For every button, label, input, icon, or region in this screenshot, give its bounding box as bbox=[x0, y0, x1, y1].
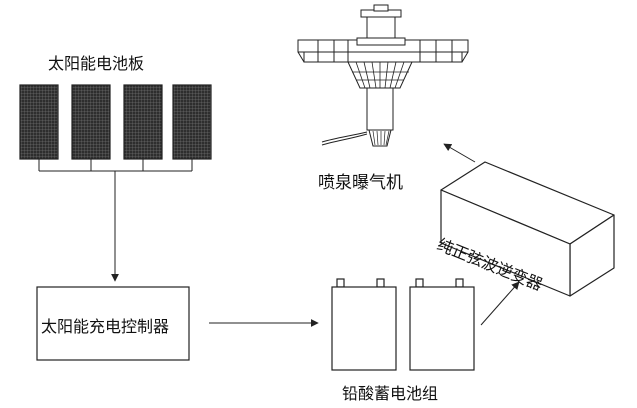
arrow-battery-to-inverter bbox=[480, 281, 520, 326]
battery bbox=[331, 278, 397, 371]
solar-panel bbox=[19, 84, 59, 160]
battery-group bbox=[331, 278, 475, 371]
aerator-label: 喷泉曝气机 bbox=[318, 173, 403, 193]
panel-wiring bbox=[38, 159, 193, 172]
solar-panel bbox=[71, 84, 111, 160]
battery bbox=[409, 278, 475, 371]
solar-panel-array bbox=[19, 84, 212, 172]
battery-group-label: 铅酸蓄电池组 bbox=[342, 384, 439, 403]
solar-panel bbox=[123, 84, 163, 160]
solar-panel-label: 太阳能电池板 bbox=[48, 54, 145, 73]
arrow-inverter-to-aerator bbox=[443, 143, 476, 163]
aerator-machine bbox=[297, 4, 469, 147]
charge-controller-box bbox=[36, 286, 190, 361]
inverter-box bbox=[440, 161, 615, 297]
charge-controller-label: 太阳能充电控制器 bbox=[41, 317, 170, 336]
solar-panel bbox=[172, 84, 212, 160]
